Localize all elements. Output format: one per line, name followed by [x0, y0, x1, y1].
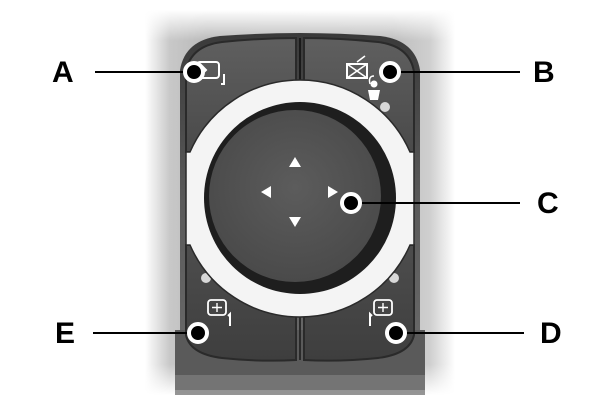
arrow-left-icon[interactable]	[261, 186, 271, 198]
callout-b	[379, 61, 520, 83]
right-display-cursor-icon	[369, 299, 393, 326]
center-directional-pad[interactable]	[209, 110, 381, 282]
callout-c	[340, 192, 520, 214]
arrow-right-icon[interactable]	[328, 186, 338, 198]
indicator-light	[380, 102, 390, 112]
callout-a	[95, 61, 205, 83]
callout-label-c: C	[537, 187, 559, 220]
arrow-down-icon[interactable]	[289, 217, 301, 227]
callout-d	[385, 322, 524, 344]
callout-label-a: A	[52, 56, 74, 89]
callout-e	[93, 322, 209, 344]
callout-label-e: E	[55, 317, 76, 350]
callout-label-b: B	[533, 56, 555, 89]
left-display-cursor-icon	[207, 299, 231, 326]
callout-label-d: D	[540, 317, 562, 350]
arrow-up-icon[interactable]	[289, 157, 301, 167]
email-child-lock-icon	[346, 55, 380, 100]
